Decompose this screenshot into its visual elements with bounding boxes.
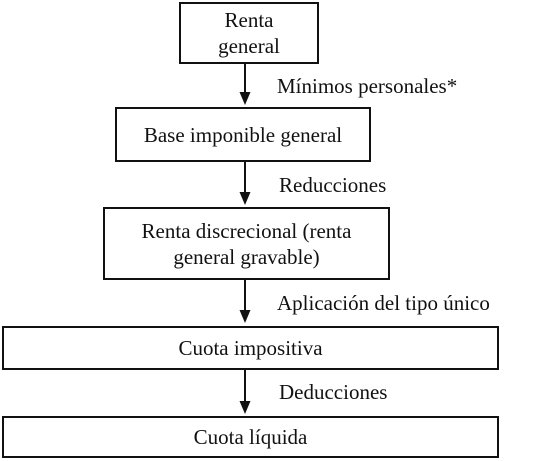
node-cuota-liquida: Cuota líquida [2, 416, 499, 458]
arrow-base-to-discrecional [239, 162, 251, 205]
node-base-imponible-general-label: Base imponible general [143, 122, 343, 147]
node-cuota-impositiva-label: Cuota impositiva [178, 336, 323, 360]
node-cuota-liquida-label: Cuota líquida [193, 425, 308, 449]
node-renta-discrecional: Renta discrecional (renta general gravab… [103, 207, 390, 280]
edge-label-reducciones: Reducciones [279, 173, 387, 197]
node-renta-discrecional-line-2: general gravable) [173, 244, 320, 269]
node-cuota-impositiva: Cuota impositiva [2, 326, 499, 370]
edge-label-aplicacion-tipo-unico: Aplicación del tipo único [277, 291, 490, 315]
node-renta-general: Renta general [179, 2, 319, 64]
edge-label-minimos-personales: Mínimos personales* [277, 74, 458, 98]
node-renta-discrecional-line-1: Renta discrecional (renta [141, 218, 352, 243]
arrow-renta-to-base [239, 64, 251, 105]
node-renta-general-line-2: general [218, 34, 280, 58]
edge-label-deducciones: Deducciones [279, 380, 388, 404]
arrow-cuota-to-liquida [239, 370, 251, 414]
node-renta-general-line-1: Renta [224, 8, 274, 32]
arrow-discrecional-to-cuota [239, 280, 251, 323]
node-base-imponible-general: Base imponible general [115, 107, 371, 162]
